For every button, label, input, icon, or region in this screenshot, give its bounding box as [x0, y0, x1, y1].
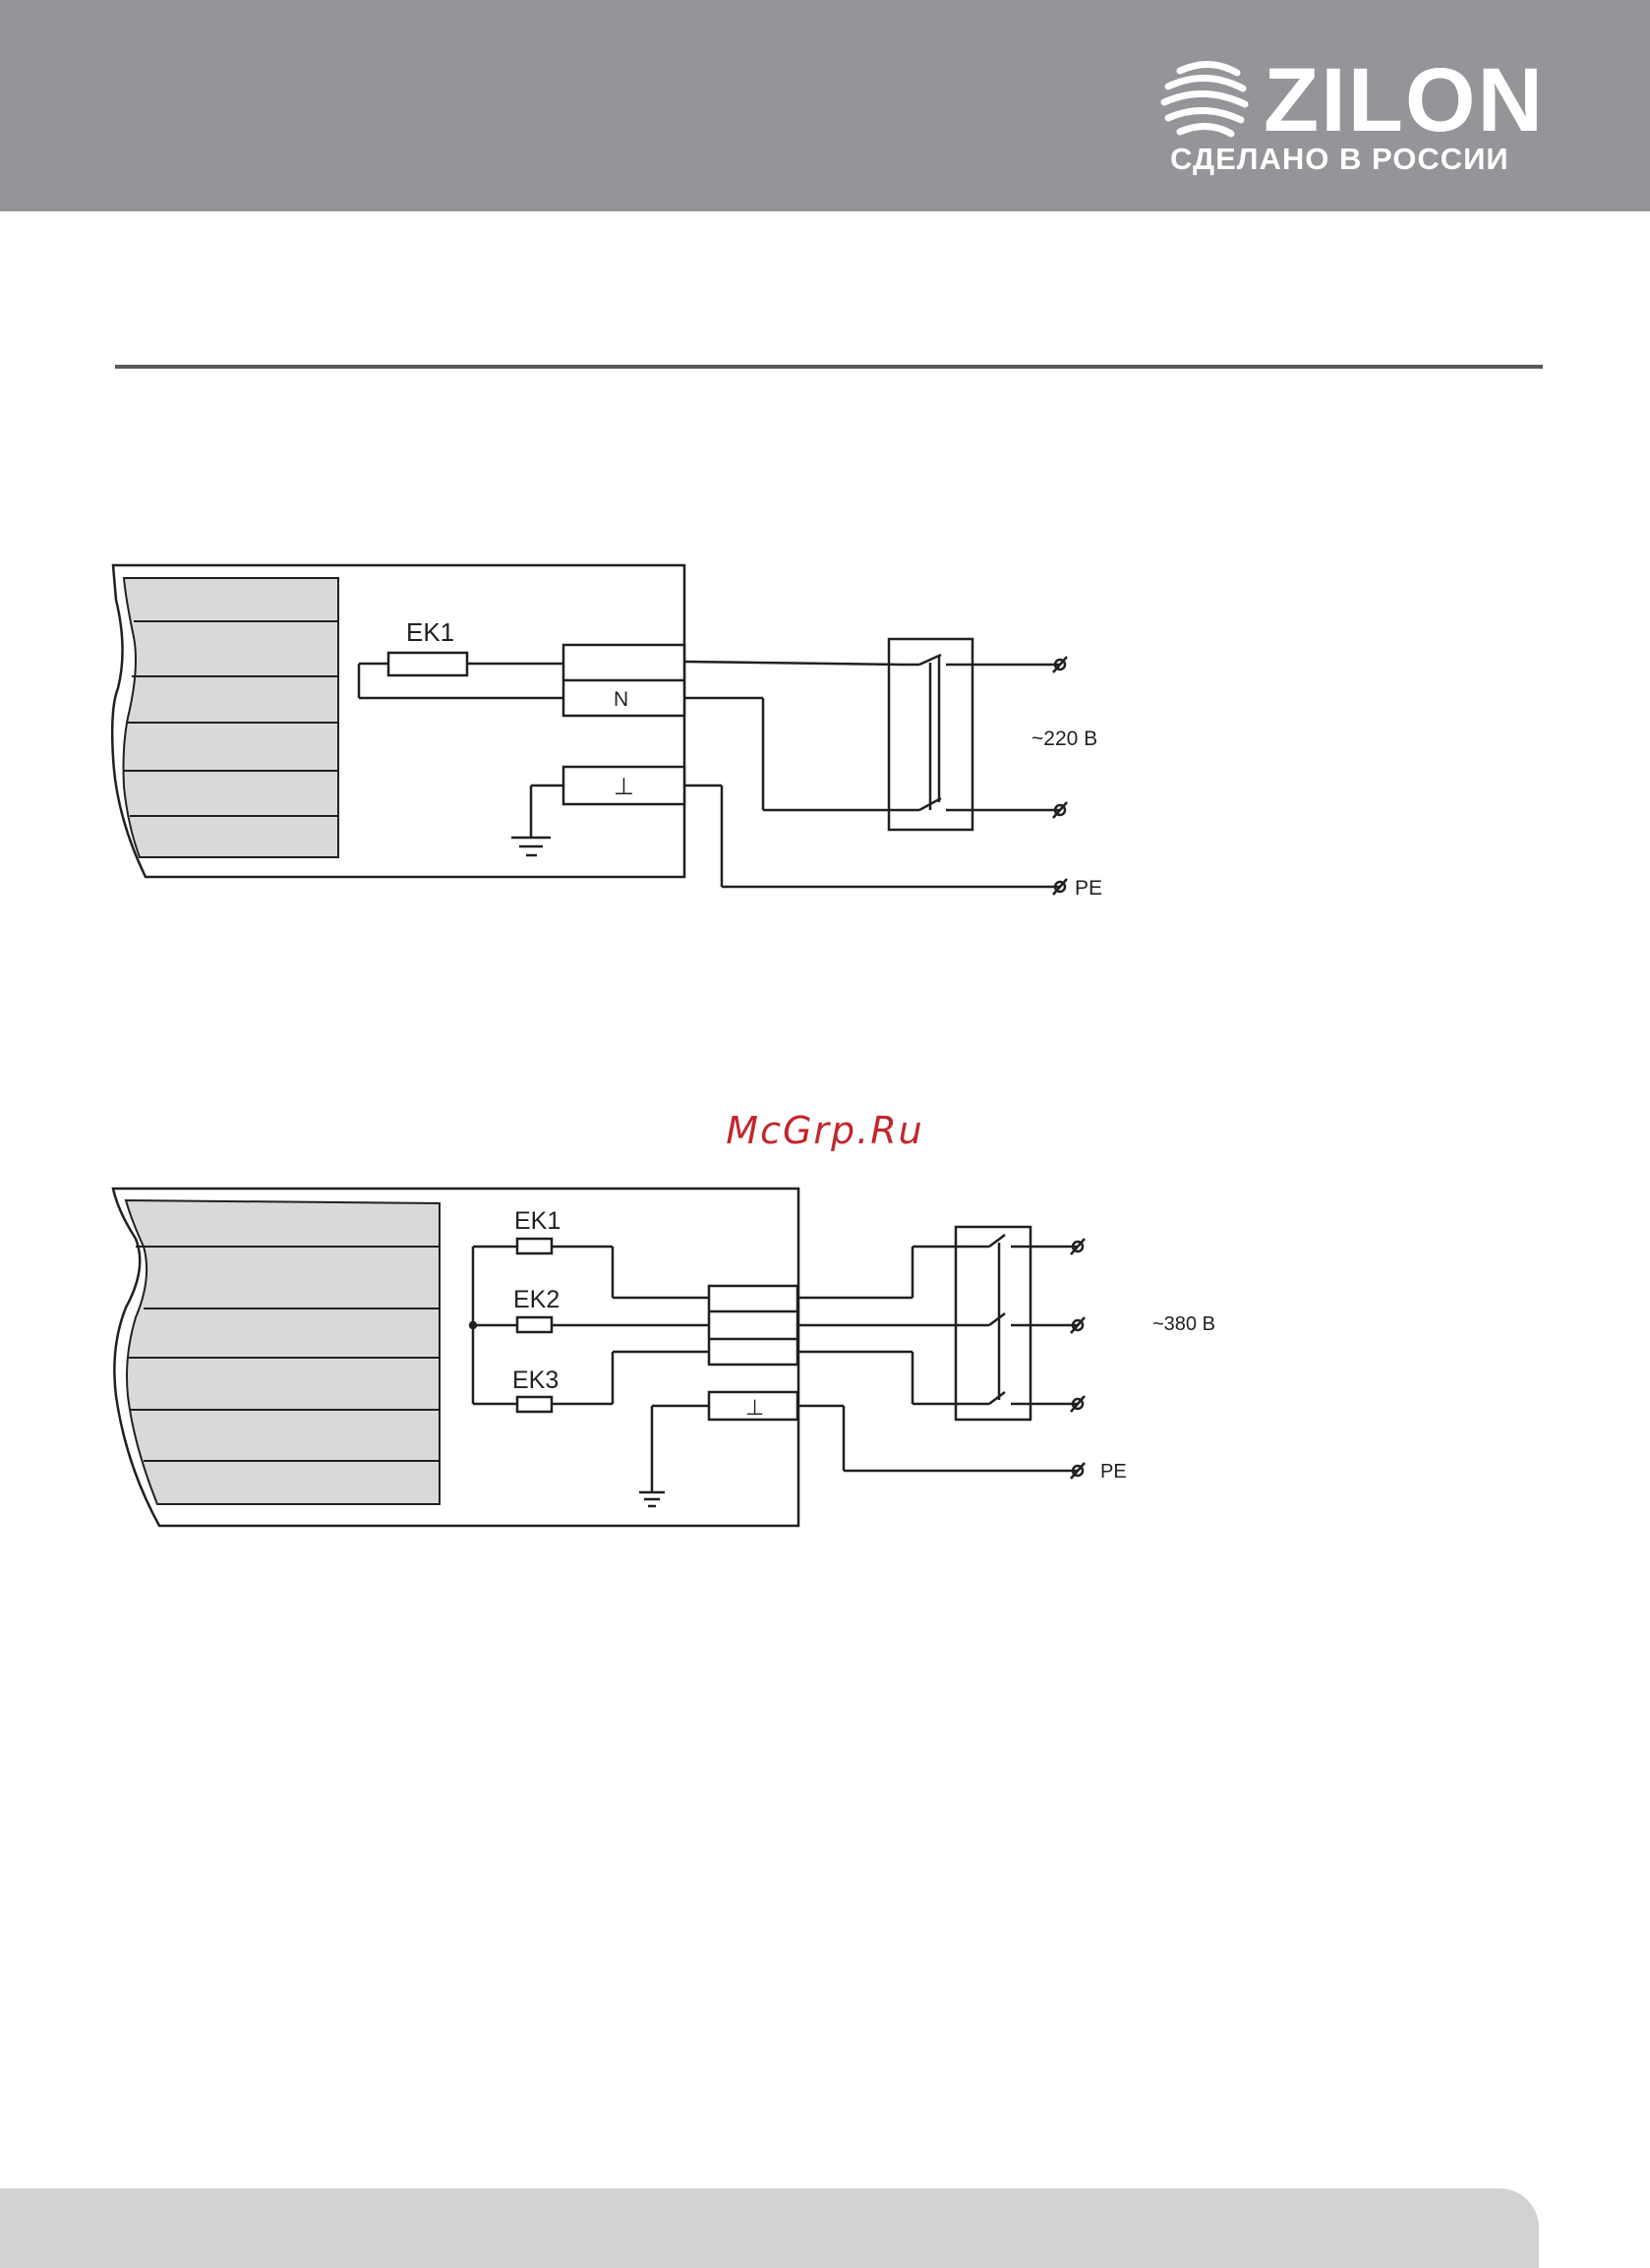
footer-bar [0, 2188, 1539, 2268]
ek2-resistor-380 [517, 1317, 552, 1332]
ground-symbol-380: ⊥ [745, 1395, 764, 1420]
ek3-label-380: EK3 [512, 1367, 559, 1394]
ek2-label-380: EK2 [513, 1286, 560, 1313]
ek3-resistor-380 [517, 1397, 552, 1412]
watermark: McGrp.Ru [0, 1109, 1650, 1152]
terminal-block-380 [709, 1286, 797, 1365]
heating-element-panel-380 [126, 1200, 440, 1504]
pe-label-380: PE [1100, 1461, 1127, 1483]
ek1-label-380: EK1 [514, 1207, 560, 1235]
ek1-resistor-380 [517, 1239, 552, 1253]
voltage-label-380: ~380 В [1152, 1313, 1215, 1335]
terminal-markers-380 [1071, 1239, 1085, 1479]
